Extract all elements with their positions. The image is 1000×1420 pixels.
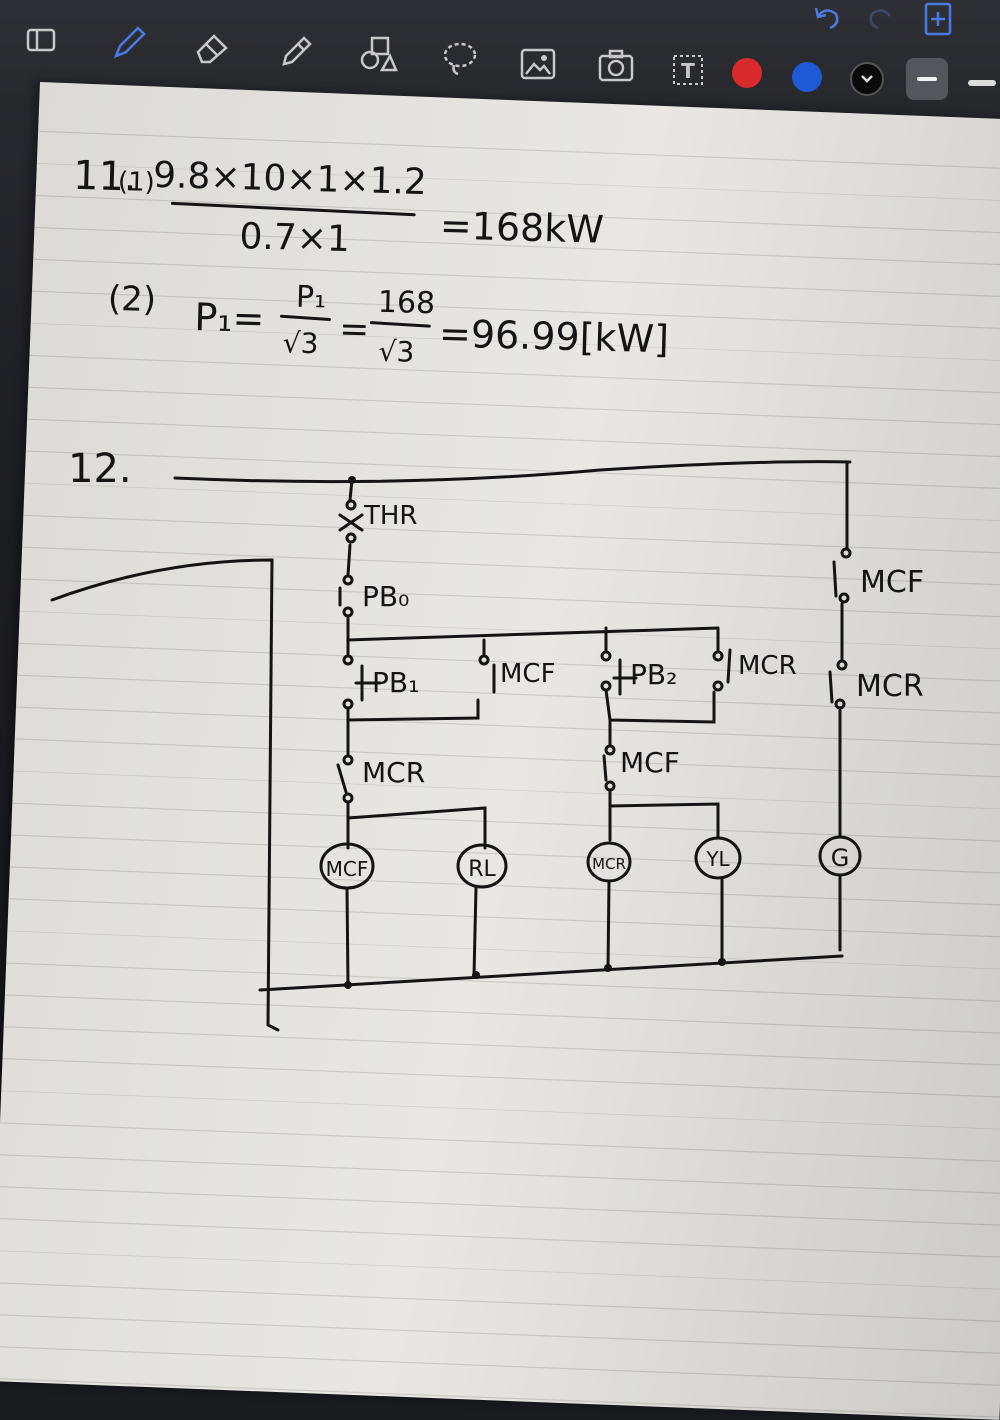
contact-terminal bbox=[600, 650, 612, 662]
contact-terminal bbox=[342, 606, 354, 618]
pb2-label: PB₂ bbox=[630, 658, 677, 691]
mcr-aux-label: MCR bbox=[738, 651, 797, 681]
mcf-aux-label: MCF bbox=[500, 659, 556, 689]
mcr-aux-contact bbox=[726, 648, 732, 684]
pb0-label: PB₀ bbox=[362, 580, 409, 613]
question-11: 11. (1) 9.8×10×1×1.2 0.7×1 =168kW (2) P₁… bbox=[73, 153, 670, 369]
q11-result2: =96.99[kW] bbox=[439, 311, 670, 361]
aux-return bbox=[604, 688, 716, 724]
q11-part1: (1) bbox=[118, 167, 156, 198]
mcr-g-label: MCR bbox=[856, 669, 924, 704]
mcf-b-contact bbox=[602, 754, 608, 782]
contact-terminal bbox=[478, 654, 490, 666]
q11-f-den: √3 bbox=[282, 326, 319, 360]
mcf-coil-label: MCF bbox=[326, 857, 369, 881]
lamp-branch bbox=[346, 806, 487, 850]
mcf-g-contact bbox=[832, 560, 838, 598]
image-icon[interactable] bbox=[518, 44, 558, 84]
fraction-bar bbox=[369, 321, 431, 328]
text-tool-glyph: T bbox=[681, 59, 695, 83]
color-swatch-red[interactable] bbox=[732, 58, 762, 88]
outer-loop bbox=[50, 558, 280, 1032]
fraction-bar bbox=[170, 201, 416, 217]
contact-terminal bbox=[342, 654, 354, 666]
q11-label: 11. bbox=[73, 153, 138, 201]
wire bbox=[606, 880, 611, 970]
q11-f-num: P₁ bbox=[296, 280, 327, 316]
contact-terminal bbox=[345, 499, 357, 511]
color-swatch-black[interactable] bbox=[850, 62, 884, 96]
text-tool-icon[interactable]: T bbox=[668, 50, 708, 90]
contact-terminal bbox=[604, 744, 616, 756]
rl-lamp bbox=[456, 843, 508, 889]
contact-terminal bbox=[838, 592, 850, 604]
sidebar-panel-icon[interactable] bbox=[22, 20, 62, 60]
g-lamp-label: G bbox=[831, 844, 850, 872]
pb1-button bbox=[354, 664, 382, 702]
shapes-icon[interactable] bbox=[358, 34, 398, 74]
junction-dot bbox=[348, 476, 356, 484]
mcr-b-contact bbox=[336, 763, 348, 794]
branch-top bbox=[346, 616, 720, 642]
mcf-g-label: MCF bbox=[860, 565, 924, 600]
undo-icon[interactable] bbox=[806, 0, 846, 40]
wire bbox=[345, 886, 350, 987]
junction-dot bbox=[344, 981, 352, 989]
junction-dot bbox=[604, 964, 612, 972]
thr-mark bbox=[338, 513, 364, 532]
contact-terminal bbox=[834, 698, 846, 710]
yl-lamp-label: YL bbox=[705, 847, 730, 871]
q11-denominator: 0.7×1 bbox=[239, 216, 350, 260]
stroke-size-thick[interactable] bbox=[968, 80, 996, 86]
contact-terminal bbox=[342, 574, 354, 586]
pen-icon[interactable] bbox=[108, 22, 148, 62]
aux-return bbox=[346, 698, 480, 722]
fraction-bar bbox=[279, 314, 331, 322]
mcr-g-contact bbox=[828, 670, 834, 704]
handwritten-ink: 11. (1) 9.8×10×1×1.2 0.7×1 =168kW (2) P₁… bbox=[50, 153, 924, 1032]
contact-terminal bbox=[342, 792, 354, 804]
highlighter-icon[interactable] bbox=[276, 30, 316, 70]
q11-formula: P₁= bbox=[194, 295, 265, 341]
wire bbox=[472, 886, 478, 977]
add-page-icon[interactable] bbox=[918, 0, 958, 40]
q11-part2: (2) bbox=[107, 279, 156, 320]
chevron-down-icon bbox=[861, 75, 873, 83]
thr-label: THR bbox=[363, 501, 418, 531]
q12-label: 12. bbox=[68, 446, 132, 492]
color-swatch-blue[interactable] bbox=[792, 62, 822, 92]
lasso-icon[interactable] bbox=[440, 38, 480, 78]
q11-result: =168kW bbox=[439, 203, 604, 251]
q11-den2: √3 bbox=[378, 335, 415, 369]
bottom-rail bbox=[258, 954, 844, 992]
q11-eq2: = bbox=[339, 309, 370, 351]
q11-num2: 168 bbox=[377, 285, 435, 321]
top-rail bbox=[173, 460, 852, 484]
question-12: 12. THR PB₀ PB₁ MCF MCR bbox=[50, 446, 924, 1032]
contact-terminal bbox=[342, 754, 354, 766]
pb1-label: PB₁ bbox=[372, 666, 419, 699]
mcr-b-label: MCR bbox=[362, 756, 425, 789]
mcr-coil-label: MCR bbox=[592, 855, 626, 873]
contact-terminal bbox=[840, 547, 852, 559]
redo-icon[interactable] bbox=[862, 0, 902, 40]
contact-terminal bbox=[836, 659, 848, 671]
yl-lamp bbox=[694, 836, 742, 880]
q11-numerator: 9.8×10×1×1.2 bbox=[153, 155, 428, 203]
contact-terminal bbox=[712, 680, 724, 692]
contact-terminal bbox=[712, 650, 724, 662]
stroke-size-thin[interactable] bbox=[906, 58, 948, 100]
pb2-button bbox=[612, 658, 638, 696]
rl-lamp-label: RL bbox=[468, 857, 496, 882]
mcf-b-label: MCF bbox=[620, 746, 680, 779]
contact-terminal bbox=[345, 532, 357, 544]
eraser-icon[interactable] bbox=[192, 26, 232, 66]
camera-icon[interactable] bbox=[596, 46, 636, 86]
wire bbox=[346, 543, 352, 577]
junction-dot bbox=[472, 971, 480, 979]
junction-dot bbox=[718, 958, 726, 966]
lamp-branch bbox=[608, 802, 720, 840]
